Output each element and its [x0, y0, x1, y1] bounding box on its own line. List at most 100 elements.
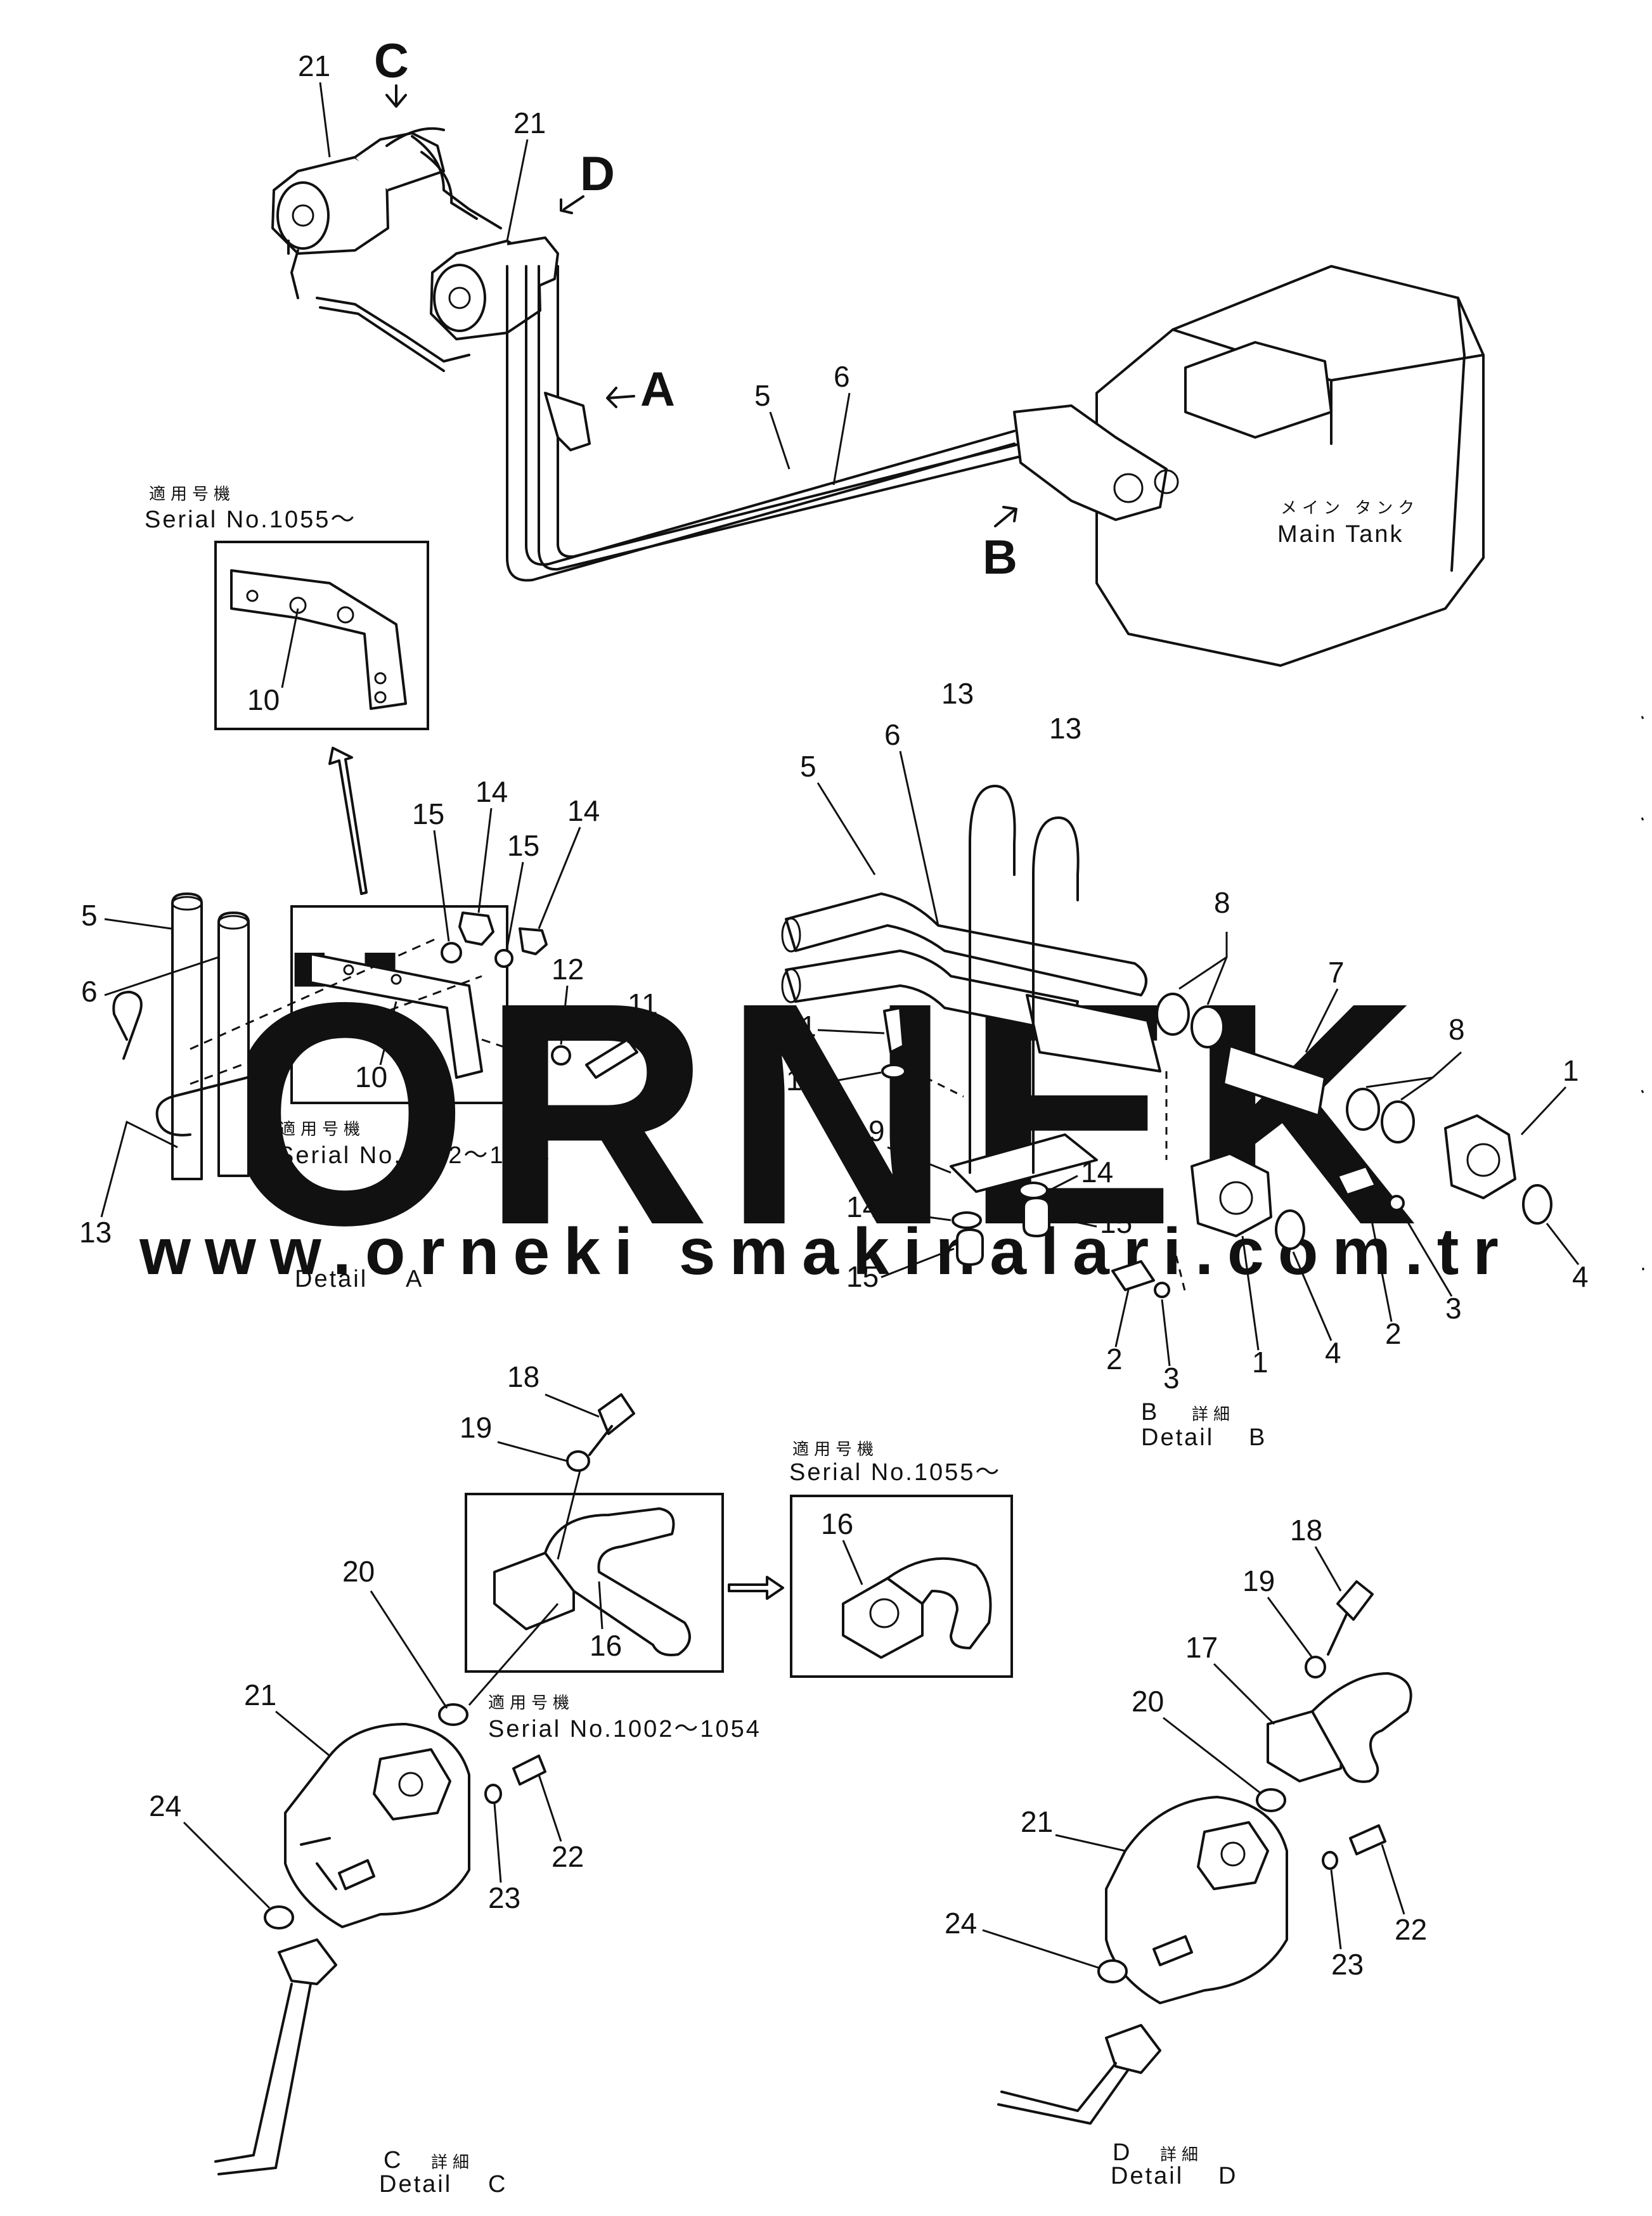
b-washer-12 — [881, 1064, 907, 1079]
detail-c-title-jp: 詳細 — [431, 2153, 474, 2172]
a-callout-13: 13 — [79, 1216, 112, 1249]
arrow-a — [606, 387, 635, 408]
hydraulic-pump-left — [271, 127, 445, 299]
detail-c: 16 適用号機 Serial No.1055～ 16 適用号機 Serial N… — [149, 1360, 1013, 2198]
a-callout-10: 10 — [355, 1060, 387, 1093]
b-hose-7 — [1222, 1045, 1326, 1117]
detail-d-title-word: Detail — [1111, 2163, 1184, 2189]
label-a: A — [640, 363, 675, 416]
c-callout-16a: 16 — [590, 1629, 622, 1662]
d-callout-17: 17 — [1185, 1631, 1218, 1664]
detail-c-title-word: Detail — [379, 2171, 452, 2198]
b-pipe-5 — [785, 892, 1147, 996]
arrow-c — [385, 84, 407, 108]
b-callout-2-left: 2 — [1106, 1343, 1123, 1375]
watermark-url: www.orneki smakinalari.com.tr — [139, 1215, 1513, 1289]
scan-marks — [1641, 716, 1644, 1270]
b-ubolt-13b — [1032, 816, 1080, 901]
inset1-callout-10: 10 — [247, 683, 280, 716]
d-lower-flange — [1105, 2024, 1161, 2074]
detail-b-title-word: Detail — [1141, 1424, 1214, 1451]
b-clamp-8b — [1346, 1088, 1380, 1131]
c-washer-19 — [566, 1450, 590, 1472]
pipe-6-route — [538, 265, 1022, 571]
b-callout-7: 7 — [1328, 956, 1345, 989]
b-oring-4-left — [1275, 1209, 1305, 1250]
b-callout-3-left: 3 — [1163, 1362, 1180, 1395]
a-callout-15a: 15 — [412, 797, 444, 830]
tank-label: メイン タンク Main Tank — [1277, 498, 1414, 548]
detail-b-title-letter2: B — [1249, 1424, 1267, 1451]
b-callout-13b: 13 — [1049, 712, 1081, 745]
detail-a-title-letter: A — [295, 1196, 313, 1223]
b-callout-11: 11 — [786, 1010, 816, 1043]
d-elbow-17 — [1311, 1672, 1412, 1783]
c-callout-20: 20 — [342, 1555, 375, 1588]
d-callout-23: 23 — [1331, 1948, 1364, 1981]
tank-label-en: Main Tank — [1277, 521, 1404, 548]
detail-b-title-jp: 詳細 — [1192, 1405, 1235, 1424]
b-callout-13a: 13 — [941, 677, 974, 710]
c-oring-20 — [438, 1703, 468, 1726]
b-bolt-2-right — [1336, 1165, 1377, 1196]
d-callout-24: 24 — [945, 1907, 977, 1940]
detail-d-title-letter: D — [1113, 2139, 1132, 2166]
d-pump-21 — [1105, 1796, 1288, 2004]
d-callout-19: 19 — [1242, 1564, 1275, 1597]
b-washer-14 — [1018, 1182, 1049, 1199]
c-elbow-1055-frame — [790, 1495, 1013, 1678]
a-callout-6: 6 — [81, 975, 98, 1008]
detail-d: 18 19 17 20 21 24 22 23 D 詳細 Detail D — [945, 1514, 1427, 2189]
detail-a-frame — [290, 905, 508, 1104]
b-ubolt-13a — [969, 785, 1016, 876]
c-bolt-18 — [598, 1393, 635, 1435]
b-bolt-2-left — [1111, 1260, 1155, 1291]
detail-a-title-word: Detail — [295, 1266, 368, 1292]
label-d: D — [580, 147, 615, 201]
label-b: B — [983, 531, 1017, 584]
b-flange-1-right — [1444, 1114, 1516, 1199]
d-callout-21: 21 — [1021, 1805, 1053, 1838]
callout-21-left: 21 — [298, 49, 330, 82]
bracket-1055-inset: 適用号機 Serial No.1055～ 10 — [145, 484, 429, 730]
c-inset-serial: Serial No.1055～ — [789, 1459, 1001, 1486]
c-callout-16b: 16 — [821, 1507, 853, 1540]
detail-d-title-letter2: D — [1218, 2163, 1237, 2189]
c-box-serial: Serial No.1002～1054 — [488, 1716, 761, 1743]
a-callout-14b: 14 — [567, 794, 600, 827]
detail-a-lockwasher-12 — [551, 1045, 571, 1066]
d-callout-22: 22 — [1395, 1913, 1427, 1946]
label-c: C — [374, 34, 409, 88]
c-box-jp: 適用号機 — [488, 1693, 574, 1712]
pipe-5-route — [506, 265, 1016, 582]
detail-a-ubolt-1 — [112, 991, 143, 1060]
b-bracket-9 — [950, 1133, 1098, 1193]
c-callout-18: 18 — [507, 1360, 539, 1393]
d-oring-24 — [1097, 1959, 1128, 1983]
b-nut-15 — [1023, 1197, 1050, 1237]
d-washer-19 — [1305, 1656, 1326, 1678]
inset1-serial: Serial No.1055～ — [145, 506, 356, 533]
a-inset-serial: Serial No.1002～1054 — [278, 1142, 551, 1169]
a-callout-14a: 14 — [475, 775, 508, 808]
c-callout-21: 21 — [244, 1678, 276, 1711]
hatched-arrow-up — [328, 747, 368, 895]
c-bolt-22 — [512, 1755, 546, 1786]
c-inset-jp: 適用号機 — [792, 1440, 879, 1459]
detail-a-nut-14 — [458, 912, 494, 946]
a-callout-15b: 15 — [507, 829, 539, 862]
drain-line — [316, 297, 470, 363]
overview-assembly — [271, 127, 1485, 667]
c-oring-24 — [264, 1905, 294, 1929]
d-washer-23 — [1322, 1851, 1338, 1870]
detail-a-bracket — [309, 953, 483, 1079]
b-callout-8a: 8 — [1214, 886, 1230, 919]
top-callouts: 21 21 5 6 — [298, 49, 851, 486]
b-callout-4-right: 4 — [1572, 1260, 1589, 1293]
detail-a-bolt-11 — [585, 1038, 638, 1079]
detail-c-title-letter2: C — [488, 2171, 507, 2198]
b-callout-8b: 8 — [1449, 1013, 1465, 1046]
detail-b-title-letter: B — [1141, 1399, 1159, 1426]
inset1-frame — [214, 541, 429, 730]
